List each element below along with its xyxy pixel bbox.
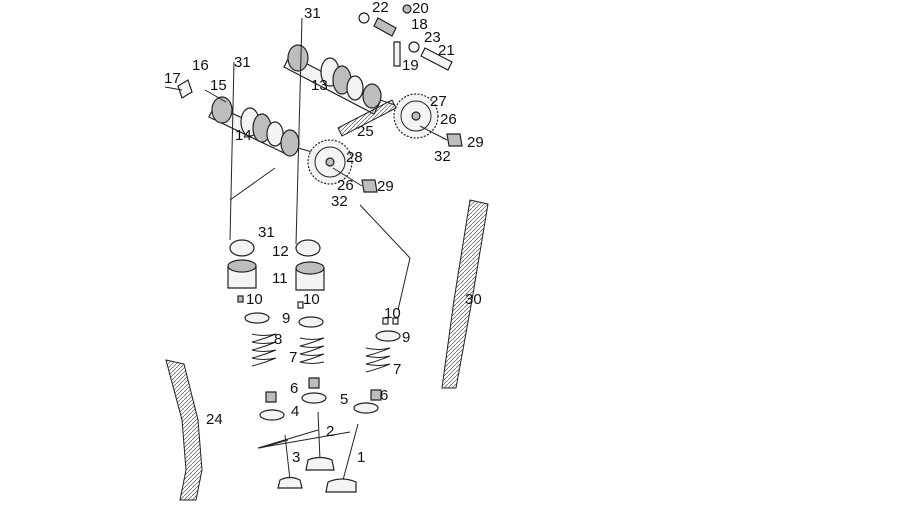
callout-17: 17	[164, 70, 181, 87]
decompressor-parts	[164, 79, 227, 103]
chain-guide-30	[441, 199, 489, 389]
callout-2: 2	[326, 423, 334, 440]
callout-7a: 7	[289, 349, 297, 366]
valve-keepers-10	[237, 295, 399, 325]
callout-27: 27	[430, 93, 447, 110]
callout-10a: 10	[246, 291, 263, 308]
callout-4: 4	[291, 403, 299, 420]
callout-22: 22	[372, 0, 389, 16]
callout-5: 5	[340, 391, 348, 408]
callout-29a: 29	[467, 134, 484, 151]
shims-12	[229, 239, 321, 257]
stem-seals-6	[265, 377, 382, 403]
spring-seats	[259, 392, 379, 421]
callout-30: 30	[465, 291, 482, 308]
callout-16: 16	[192, 57, 209, 74]
callout-labels: 1 2 3 4 5 6 6 7 7 8 9 9 10 10 10 11 12 1…	[164, 0, 484, 466]
callout-26b: 26	[337, 177, 354, 194]
callout-10b: 10	[303, 291, 320, 308]
callout-21: 21	[438, 42, 455, 59]
callout-3: 3	[292, 449, 300, 466]
timing-chain-25	[337, 99, 397, 137]
callout-31c: 31	[258, 224, 275, 241]
leader-lines	[229, 17, 411, 449]
callout-15: 15	[210, 77, 227, 94]
callout-18: 18	[411, 16, 428, 33]
callout-7b: 7	[393, 361, 401, 378]
callout-31a: 31	[304, 5, 321, 22]
callout-28: 28	[346, 149, 363, 166]
callout-32a: 32	[434, 148, 451, 165]
callout-23: 23	[424, 29, 441, 46]
callout-9b: 9	[402, 329, 410, 346]
bolt-29-upper	[419, 125, 463, 147]
callout-9a: 9	[282, 310, 290, 327]
callout-19: 19	[402, 57, 419, 74]
bolt-29-lower	[332, 167, 378, 193]
callout-11: 11	[272, 270, 288, 287]
callout-6b: 6	[380, 387, 388, 404]
callout-26a: 26	[440, 111, 457, 128]
callout-29b: 29	[377, 178, 394, 195]
callout-12: 12	[272, 243, 289, 260]
tappets-11	[227, 259, 325, 291]
callout-32b: 32	[331, 193, 348, 210]
tensioner-parts	[358, 4, 453, 71]
callout-24: 24	[206, 411, 223, 428]
callout-8: 8	[274, 331, 282, 348]
sprocket-27	[393, 93, 439, 139]
valve-springs	[251, 333, 391, 373]
camshaft-14	[208, 96, 313, 157]
callout-31b: 31	[234, 54, 251, 71]
valves	[277, 411, 359, 493]
callout-14: 14	[235, 127, 252, 144]
camshaft-13	[283, 44, 396, 115]
callout-6a: 6	[290, 380, 298, 397]
spring-retainers-9	[244, 312, 401, 342]
callout-13: 13	[311, 77, 328, 94]
callout-20: 20	[412, 0, 429, 17]
callout-10c: 10	[384, 305, 401, 322]
callout-1: 1	[357, 449, 365, 466]
chain-guide-24	[165, 359, 203, 501]
callout-25: 25	[357, 123, 374, 140]
